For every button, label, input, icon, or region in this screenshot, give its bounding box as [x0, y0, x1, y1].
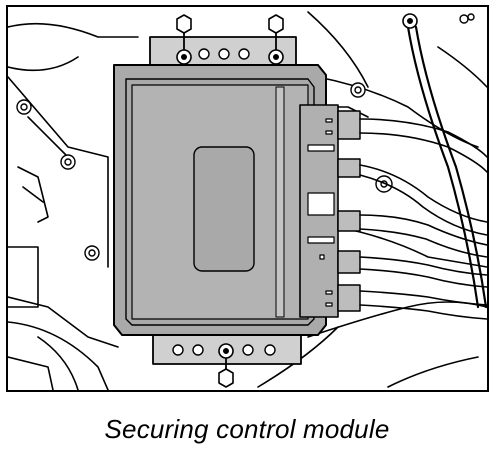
control-module-illustration: [8, 11, 487, 390]
retaining-nut-top-right: [268, 14, 284, 65]
nut-icon: [16, 99, 32, 115]
module-label-recess: [193, 146, 255, 272]
ground-strap-lug: [402, 13, 418, 29]
nut-icon: [350, 82, 366, 98]
figure-caption: Securing control module: [104, 414, 390, 444]
nut-icon: [60, 154, 76, 170]
retaining-nut-top-left: [176, 14, 192, 65]
illustration-frame: [6, 5, 489, 392]
nut-icon: [459, 14, 469, 24]
bodywork-lines: [8, 11, 487, 390]
retaining-nut-bottom: [218, 343, 234, 388]
nut-icon: [375, 175, 393, 193]
wiring-harness: [359, 25, 487, 320]
nut-icon: [84, 245, 100, 261]
harness-connectors: [337, 110, 361, 312]
nut-icon: [467, 13, 475, 21]
control-module: [113, 64, 339, 336]
